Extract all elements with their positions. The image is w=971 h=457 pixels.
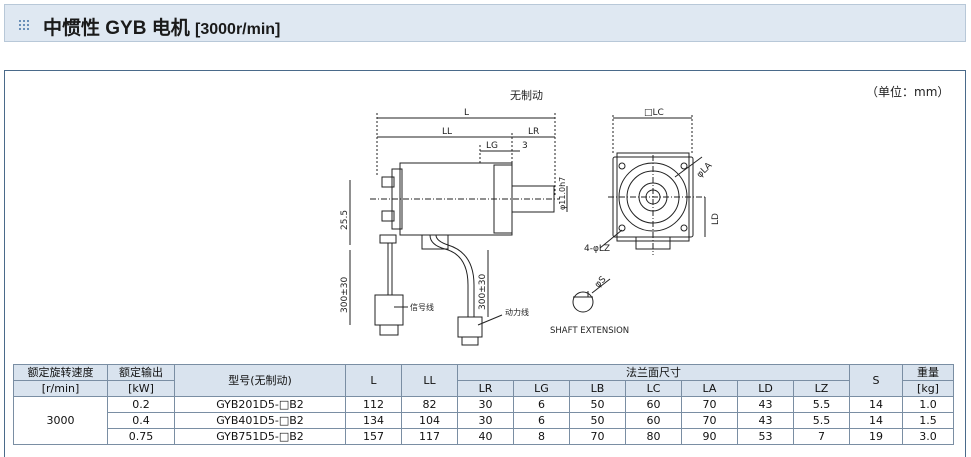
title-speed: [3000r/min] — [195, 21, 281, 38]
cell-lc: 60 — [625, 396, 682, 413]
dim-l: L — [464, 108, 469, 118]
motor-dimension-drawing: 无制动 L LL LR LG 3 25.5 300±30 300±30 φ11.… — [340, 89, 721, 346]
cell-output: 0.75 — [107, 428, 175, 445]
spec-table: 额定旋转速度 额定输出 型号(无制动) L LL 法兰面尺寸 S 重量 [r/m… — [13, 364, 954, 445]
cell-lz: 7 — [793, 428, 850, 445]
cell-weight: 3.0 — [902, 428, 954, 445]
dim-lr: LR — [528, 127, 539, 137]
cell-lg: 6 — [513, 412, 570, 429]
cell-ld: 43 — [737, 396, 794, 413]
dim-25-5: 25.5 — [340, 210, 350, 230]
cell-lr: 40 — [457, 428, 514, 445]
dim-ld: LD — [711, 213, 721, 225]
cell-lr: 30 — [457, 412, 514, 429]
cell-output: 0.2 — [107, 396, 175, 413]
cell-lr: 30 — [457, 396, 514, 413]
header-rated-speed-unit: [r/min] — [13, 380, 108, 397]
dim-300-signal: 300±30 — [340, 277, 350, 313]
title-bar: 中惯性 GYB 电机 [3000r/min] — [4, 4, 966, 42]
header-s: S — [849, 364, 903, 397]
header-weight-unit: [kg] — [902, 380, 954, 397]
cell-weight: 1.5 — [902, 412, 954, 429]
header-lg: LG — [513, 380, 570, 397]
cell-lz: 5.5 — [793, 412, 850, 429]
cell-s: 19 — [849, 428, 903, 445]
cell-l: 157 — [345, 428, 402, 445]
header-weight: 重量 — [902, 364, 954, 381]
header-l: L — [345, 364, 402, 397]
header-ld: LD — [737, 380, 794, 397]
cell-lc: 80 — [625, 428, 682, 445]
cell-l: 134 — [345, 412, 402, 429]
cell-ll: 104 — [401, 412, 458, 429]
header-la: LA — [681, 380, 738, 397]
header-rated-output: 额定输出 — [107, 364, 175, 381]
header-flange: 法兰面尺寸 — [457, 364, 850, 381]
dim-3: 3 — [522, 141, 528, 151]
dim-s: φS — [593, 275, 609, 291]
dim-lz: 4-φLZ — [584, 244, 610, 254]
header-rated-speed: 额定旋转速度 — [13, 364, 108, 381]
title-main: 中惯性 GYB 电机 — [43, 18, 190, 39]
cell-model: GYB401D5-□B2 — [174, 412, 346, 429]
header-lr: LR — [457, 380, 514, 397]
cell-ld: 43 — [737, 412, 794, 429]
cell-la: 70 — [681, 412, 738, 429]
page-title: 中惯性 GYB 电机 [3000r/min] — [43, 13, 280, 40]
dim-lg: LG — [486, 141, 498, 151]
cell-model: GYB201D5-□B2 — [174, 396, 346, 413]
cell-lg: 6 — [513, 396, 570, 413]
dim-shaft-dia: φ11.0h7 — [558, 177, 567, 210]
cell-lb: 70 — [569, 428, 626, 445]
cell-output: 0.4 — [107, 412, 175, 429]
cell-weight: 1.0 — [902, 396, 954, 413]
grid-dots-icon — [19, 20, 33, 30]
header-model: 型号(无制动) — [174, 364, 346, 397]
label-signal-line: 信号线 — [410, 302, 434, 312]
header-rated-output-unit: [kW] — [107, 380, 175, 397]
table-row: 0.4 GYB401D5-□B2 134 104 30 6 50 60 70 4… — [14, 412, 954, 429]
header-lb: LB — [569, 380, 626, 397]
cell-la: 90 — [681, 428, 738, 445]
header-ll: LL — [401, 364, 458, 397]
header-lz: LZ — [793, 380, 850, 397]
table-row: 3000 0.2 GYB201D5-□B2 112 82 30 6 50 60 … — [13, 396, 954, 445]
cell-speed: 3000 — [13, 396, 108, 445]
unit-note: （单位：mm） — [866, 85, 950, 99]
cell-ll: 117 — [401, 428, 458, 445]
cell-lg: 8 — [513, 428, 570, 445]
dim-la: φLA — [695, 160, 715, 180]
label-power-line: 动力线 — [505, 307, 529, 317]
dim-ll: LL — [442, 127, 452, 137]
dim-lc: □LC — [644, 108, 664, 118]
cell-lc: 60 — [625, 412, 682, 429]
dim-300-power: 300±30 — [478, 274, 488, 310]
cell-lb: 50 — [569, 396, 626, 413]
cell-lz: 5.5 — [793, 396, 850, 413]
cell-lb: 50 — [569, 412, 626, 429]
cell-s: 14 — [849, 412, 903, 429]
cell-ll: 82 — [401, 396, 458, 413]
header-lc: LC — [625, 380, 682, 397]
cell-ld: 53 — [737, 428, 794, 445]
cell-l: 112 — [345, 396, 402, 413]
cell-la: 70 — [681, 396, 738, 413]
label-shaft-extension: SHAFT EXTENSION — [550, 326, 629, 336]
cell-model: GYB751D5-□B2 — [174, 428, 346, 445]
table-row: 0.75 GYB751D5-□B2 157 117 40 8 70 80 90 … — [14, 428, 954, 445]
drawing-caption: 无制动 — [510, 89, 543, 102]
cell-s: 14 — [849, 396, 903, 413]
